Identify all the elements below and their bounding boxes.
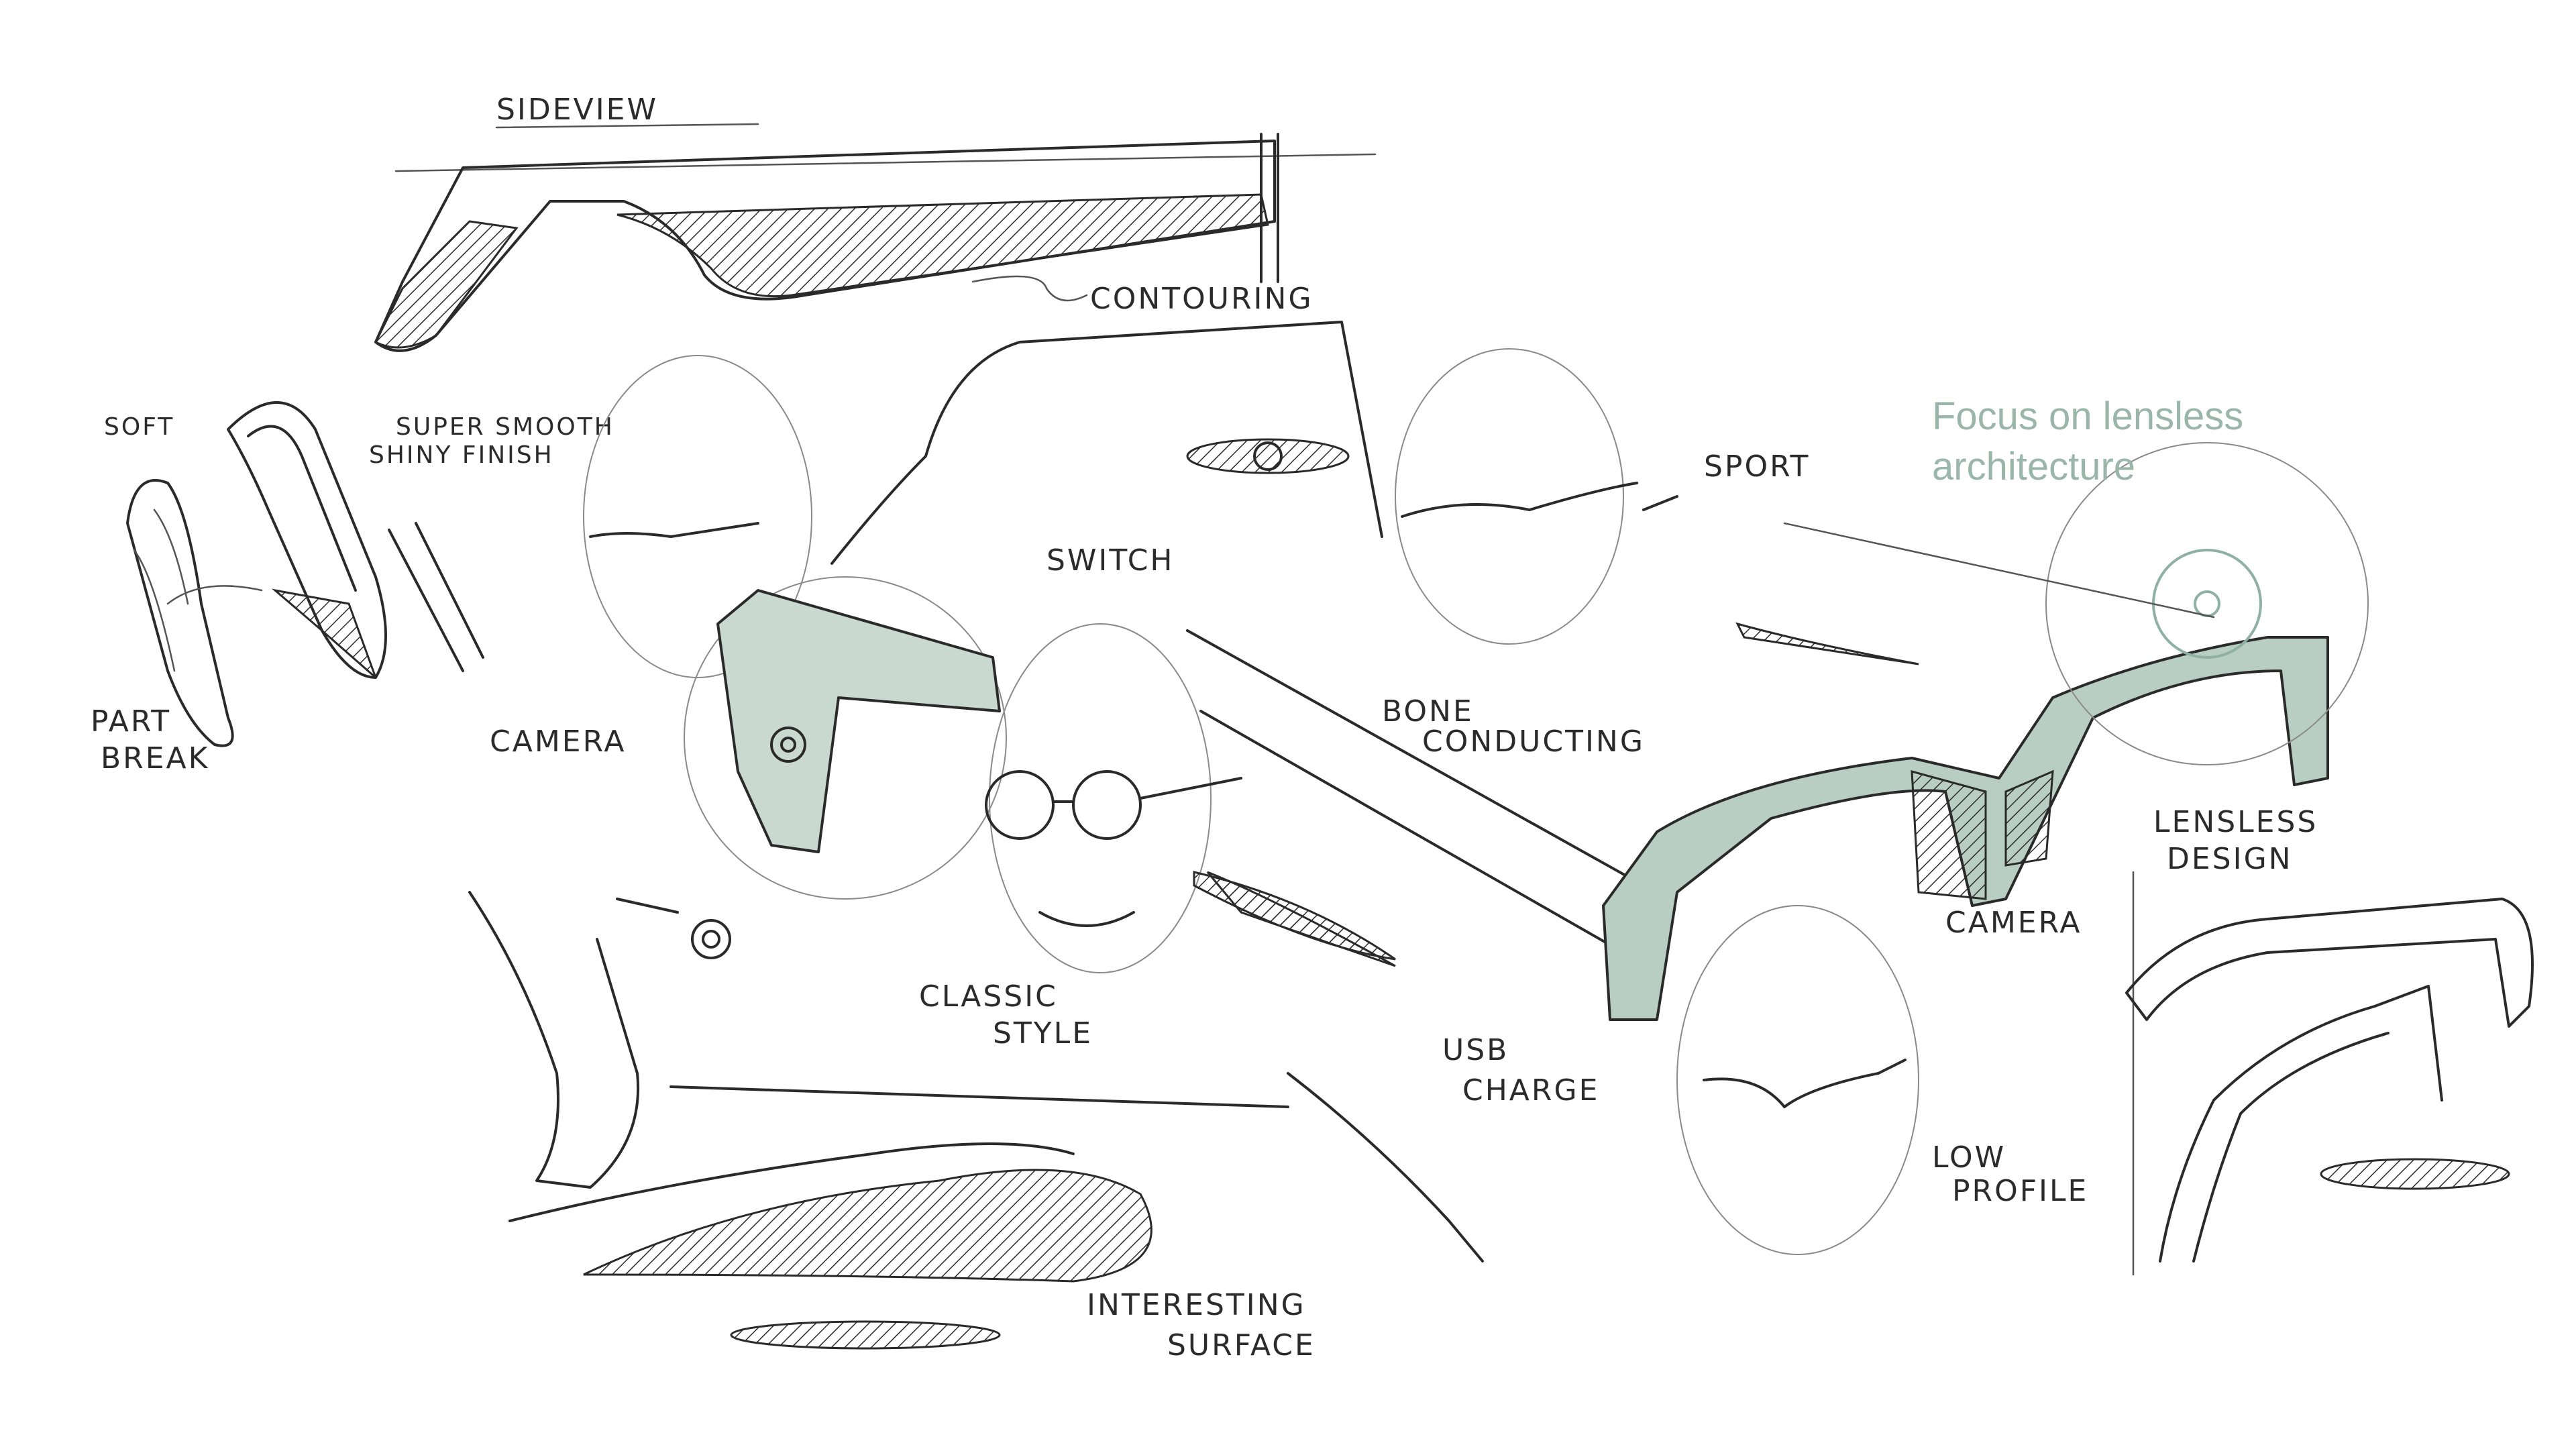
- ear-hook-detail-drawing: [126, 401, 484, 747]
- callout-line-2: architecture: [1932, 445, 2135, 488]
- label-camera-right: CAMERA: [1945, 906, 2082, 940]
- classic-style-head-drawing: [985, 623, 1242, 973]
- label-soft: SOFT: [104, 413, 174, 441]
- label-style: STYLE: [993, 1016, 1093, 1051]
- label-sideview: SIDEVIEW: [496, 93, 658, 127]
- label-classic: CLASSIC: [919, 979, 1058, 1014]
- label-break: BREAK: [101, 741, 210, 775]
- sideview-temple-drawing: [374, 123, 1377, 352]
- label-bone: BONE: [1382, 694, 1474, 729]
- label-part: PART: [91, 704, 171, 739]
- camera-module-drawing: [583, 321, 1383, 900]
- label-interesting: INTERESTING: [1087, 1288, 1306, 1322]
- label-shiny-finish: SHINY FINISH: [369, 441, 554, 469]
- callout-line-1: Focus on lensless: [1932, 394, 2243, 438]
- label-usb: USB: [1442, 1033, 1509, 1067]
- label-switch: SWITCH: [1046, 543, 1175, 578]
- label-sport: SPORT: [1704, 449, 1810, 484]
- perspective-temple-drawing: [2125, 871, 2534, 1276]
- label-super-smooth: SUPER SMOOTH: [396, 413, 614, 441]
- label-camera-left: CAMERA: [490, 724, 626, 759]
- label-lensless: LENSLESS: [2153, 805, 2318, 839]
- low-profile-head-drawing: [1676, 905, 1919, 1255]
- interesting-surface-drawing: [468, 871, 1484, 1350]
- sport-head-drawing: [1395, 348, 1678, 645]
- label-conducting: CONDUCTING: [1422, 724, 1645, 759]
- label-surface: SURFACE: [1167, 1328, 1316, 1362]
- lensless-focus-target: [1735, 442, 2369, 765]
- label-low: LOW: [1932, 1140, 2006, 1175]
- label-charge: CHARGE: [1462, 1073, 1599, 1108]
- label-design: DESIGN: [2167, 842, 2293, 876]
- label-contouring: CONTOURING: [1090, 282, 1313, 316]
- label-profile: PROFILE: [1952, 1174, 2088, 1208]
